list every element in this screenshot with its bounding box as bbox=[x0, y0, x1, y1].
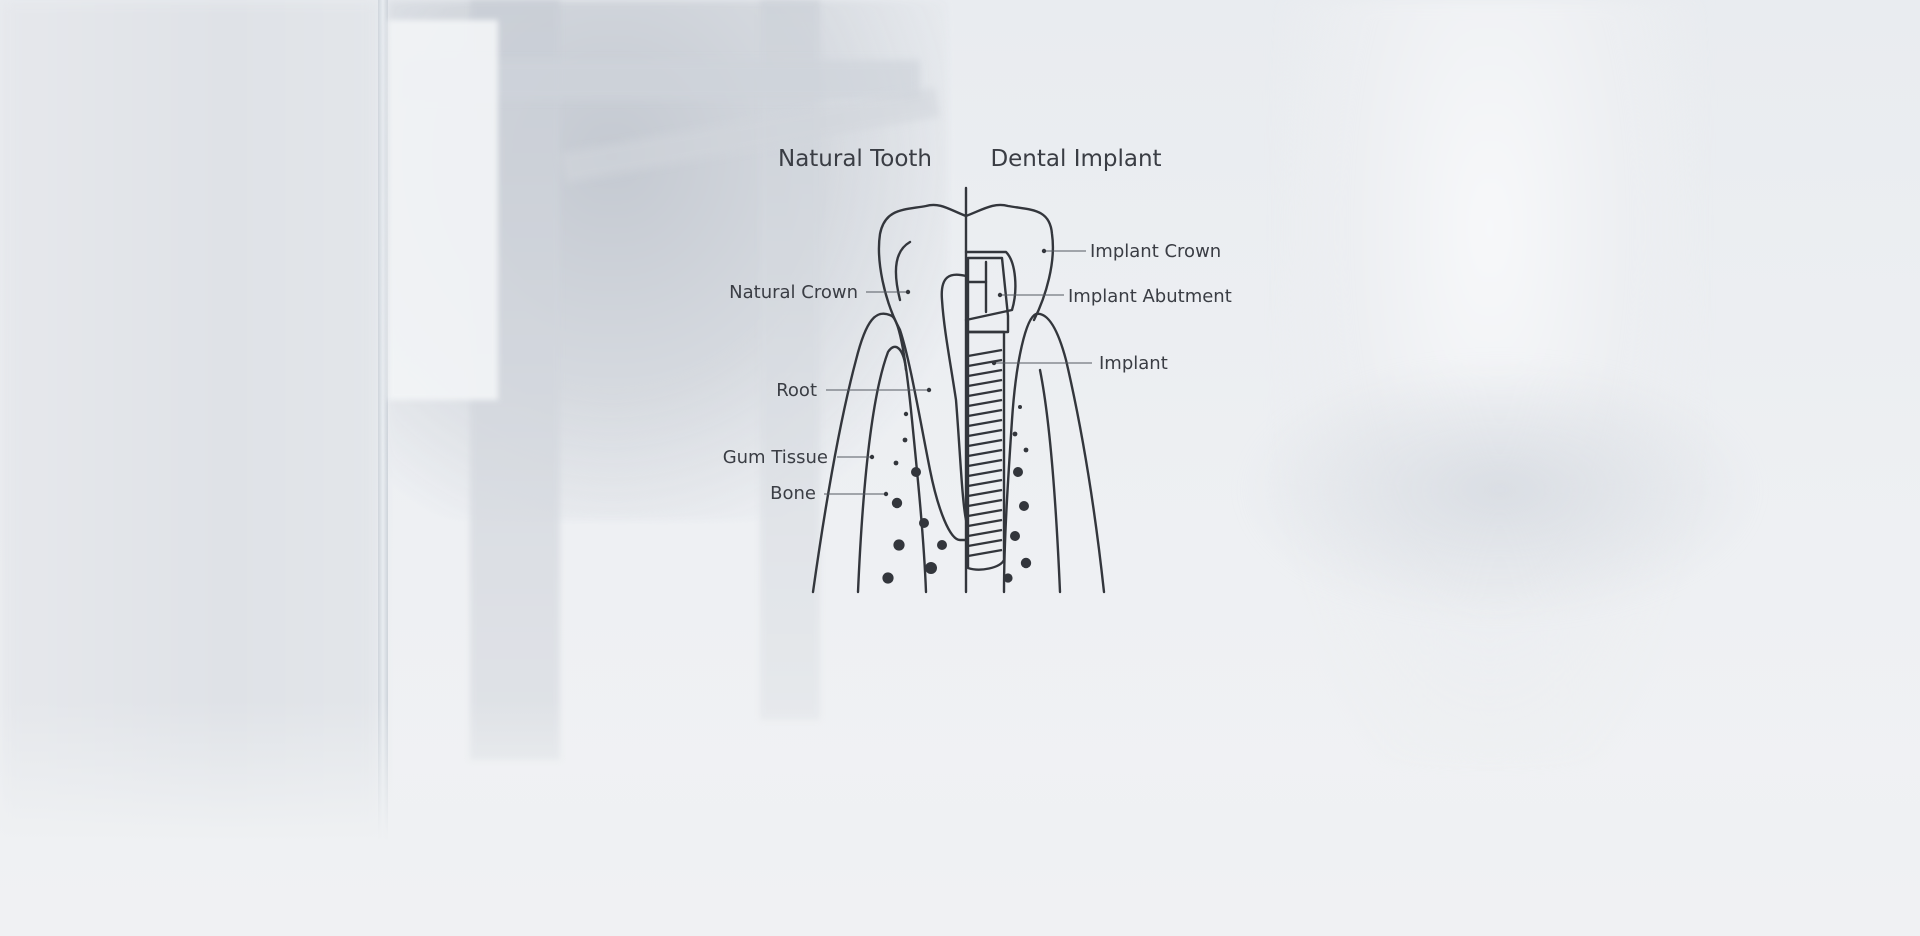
background-bottom-fade bbox=[0, 700, 1920, 936]
label-gum-tissue: Gum Tissue bbox=[723, 447, 828, 468]
gum-tissue-right bbox=[1002, 312, 1106, 594]
right-leader-dots bbox=[991, 248, 1047, 366]
implant-threads bbox=[967, 348, 1003, 558]
label-implant-abutment: Implant Abutment bbox=[1068, 286, 1232, 307]
bone-dots-right bbox=[1003, 405, 1032, 583]
implant-abutment-outline bbox=[966, 256, 1010, 334]
bone-contour-left bbox=[856, 345, 908, 594]
heading-dental-implant: Dental Implant bbox=[990, 146, 1161, 172]
implant-crown-inner bbox=[964, 250, 1017, 322]
gum-tissue-left bbox=[811, 312, 928, 594]
right-leader-lines bbox=[994, 250, 1092, 364]
label-implant: Implant bbox=[1099, 353, 1168, 374]
implant-crown-outline bbox=[964, 203, 1055, 322]
label-natural-crown: Natural Crown bbox=[729, 282, 858, 303]
label-implant-crown: Implant Crown bbox=[1090, 241, 1221, 262]
bone-dots-left bbox=[882, 411, 947, 584]
background-bright-window bbox=[388, 20, 498, 400]
natural-root-inner-line bbox=[940, 273, 968, 522]
natural-tooth-outline bbox=[877, 203, 968, 542]
background-right-shade bbox=[1240, 360, 1760, 620]
label-bone: Bone bbox=[770, 483, 816, 504]
label-root: Root bbox=[776, 380, 817, 401]
bone-contour-right bbox=[1038, 368, 1062, 594]
left-leader-dots bbox=[869, 289, 932, 497]
heading-natural-tooth: Natural Tooth bbox=[778, 146, 932, 172]
background-glass-edge bbox=[378, 0, 388, 936]
left-leader-lines bbox=[824, 291, 928, 495]
